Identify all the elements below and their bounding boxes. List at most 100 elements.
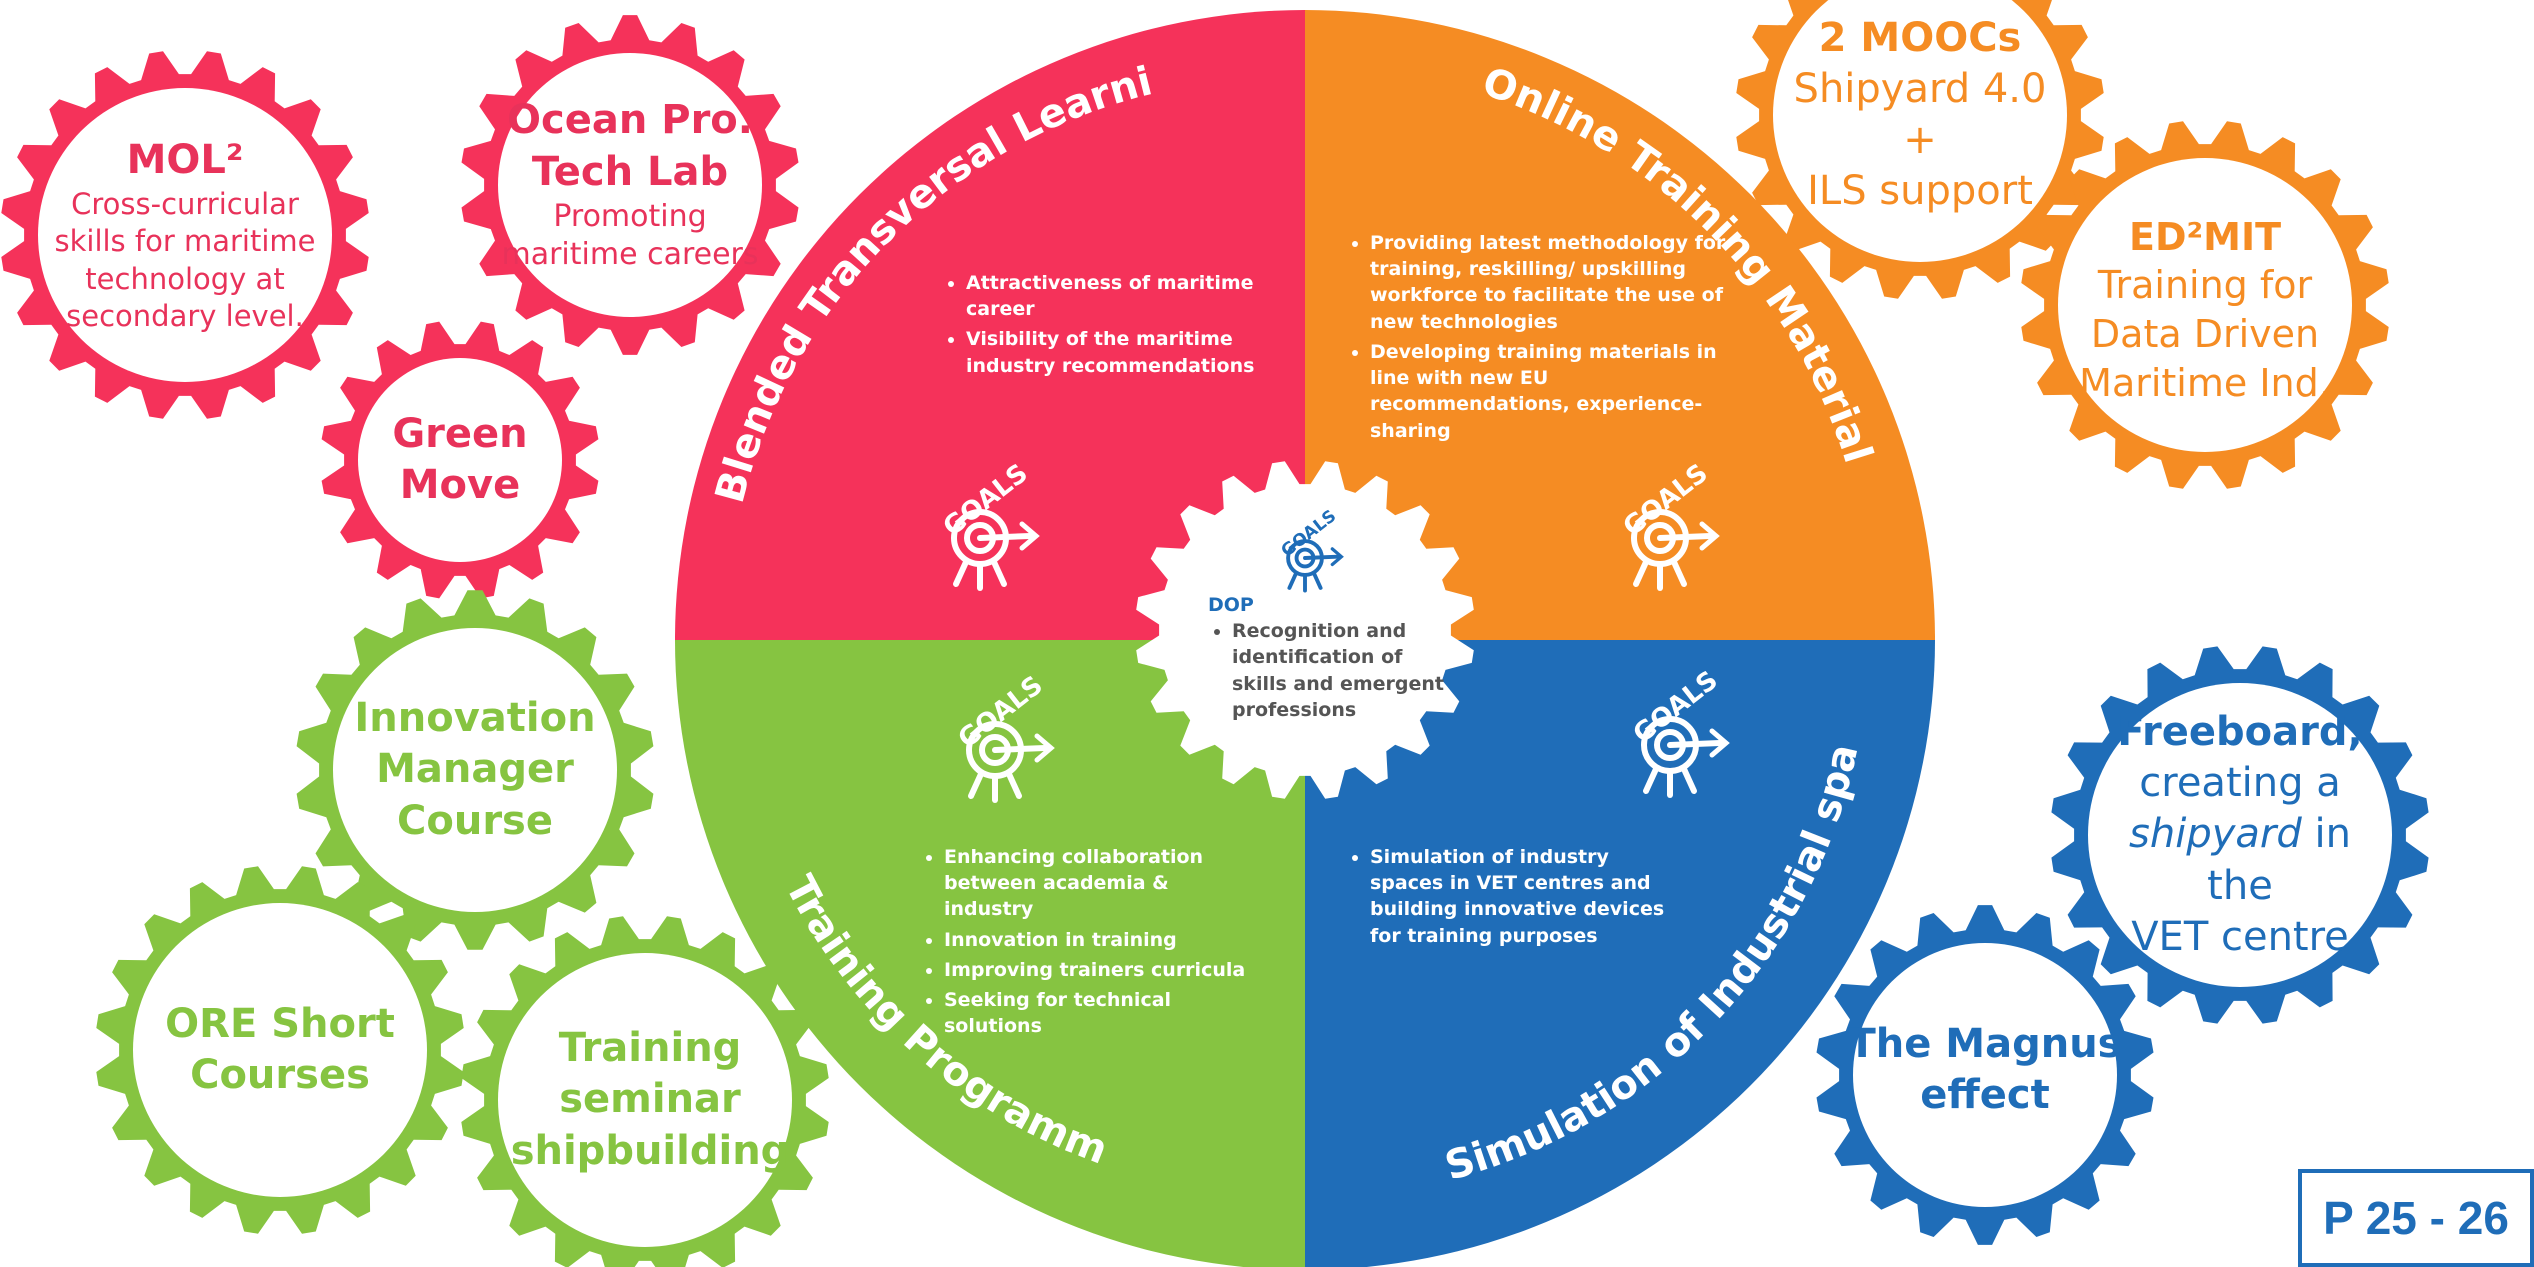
stand-leg-left bbox=[1643, 766, 1659, 794]
gear-face bbox=[1853, 943, 2117, 1207]
gear-face bbox=[133, 903, 427, 1197]
gear-title: Freeboard, bbox=[2117, 709, 2363, 756]
stand-leg-left bbox=[953, 559, 969, 587]
arrow-fletching bbox=[1034, 733, 1055, 763]
gear-title: ORE Short bbox=[165, 1000, 395, 1047]
arrow-fletching bbox=[1709, 728, 1730, 758]
quadrant-top-right bbox=[1305, 10, 1935, 640]
gear-ocean bbox=[461, 15, 799, 355]
gear-description: + bbox=[1903, 117, 1937, 163]
gear-mol2 bbox=[1, 51, 369, 419]
arrow-shaft bbox=[977, 533, 1033, 541]
gear-title: MOL² bbox=[126, 137, 244, 184]
gear-description: VET centre bbox=[2131, 913, 2349, 960]
list-item: Seeking for technical solutions bbox=[944, 987, 1248, 1039]
gear-green-move bbox=[321, 321, 599, 599]
bottom-left-goals-list: Enhancing collaboration between academia… bbox=[918, 844, 1248, 1044]
gear-center-dop bbox=[1136, 461, 1474, 799]
gear-face bbox=[2088, 683, 2392, 987]
arrow-fletching bbox=[1699, 521, 1720, 551]
gear-training-seminar bbox=[461, 916, 829, 1267]
gear-edmit-text: ED²MIT Training for Data Driven Maritime… bbox=[2070, 200, 2340, 420]
gear-innovation bbox=[296, 590, 654, 950]
gear-title: Innovation bbox=[354, 695, 596, 742]
quadrant-top-left bbox=[675, 10, 1305, 640]
gear-face bbox=[1173, 498, 1437, 762]
gear-title: Tech Lab bbox=[531, 148, 729, 195]
gear-ocean-text: Ocean Pro. Tech Lab Promoting maritime c… bbox=[470, 75, 790, 295]
stand-leg-right bbox=[1671, 559, 1687, 587]
gear-description: creating a bbox=[2139, 760, 2341, 807]
gear-face bbox=[38, 88, 332, 382]
gear-description: shipyard in the bbox=[2090, 809, 2390, 911]
gear-face bbox=[498, 53, 762, 317]
gear-description: Maritime Ind, bbox=[2079, 360, 2331, 405]
gear-title: 2 MOOCs bbox=[1818, 14, 2022, 61]
gear-freeboard bbox=[2051, 646, 2429, 1024]
gear-magnus bbox=[1816, 905, 2154, 1245]
gear-title: Ocean Pro. bbox=[507, 97, 753, 144]
list-item: Simulation of industry spaces in VET cen… bbox=[1370, 844, 1684, 949]
gear-ore-text: ORE Short Courses bbox=[140, 985, 420, 1115]
quadrant-bottom-left bbox=[675, 640, 1305, 1267]
gear-face bbox=[2058, 158, 2352, 452]
gear-title: ED²MIT bbox=[2128, 214, 2282, 259]
gear-mol2-text: MOL² Cross-curricular skills for maritim… bbox=[35, 120, 335, 350]
stand-leg-left bbox=[1633, 559, 1649, 587]
list-item: Visibility of the maritime industry reco… bbox=[966, 326, 1260, 378]
arrow-shaft bbox=[1303, 554, 1340, 560]
page-reference: P 25 - 26 bbox=[2298, 1169, 2534, 1267]
stand-leg-left bbox=[1287, 571, 1298, 590]
gear-description: Data Driven bbox=[2090, 312, 2320, 356]
gear-title: shipbuilding bbox=[510, 1127, 790, 1174]
gear-title: seminar bbox=[559, 1076, 741, 1123]
gear-face bbox=[333, 628, 617, 912]
list-item: Improving trainers curricula bbox=[944, 957, 1248, 983]
gear-moocs bbox=[1736, 0, 2104, 299]
gear-description: ILS support bbox=[1807, 168, 2033, 215]
gear-magnus-text: The Magnus effect bbox=[1845, 1005, 2125, 1135]
top-left-goals-list: Attractiveness of maritime career Visibi… bbox=[940, 270, 1260, 383]
arrow-shaft bbox=[1657, 533, 1713, 541]
list-item: Innovation in training bbox=[944, 927, 1248, 953]
gear-moocs-text: 2 MOOCs Shipyard 4.0 + ILS support bbox=[1780, 0, 2060, 230]
gear-description: Cross-curricular skills for maritime tec… bbox=[54, 187, 316, 333]
arrow-shaft bbox=[992, 745, 1048, 753]
center-dop: DOP Recognition and identification of sk… bbox=[1208, 592, 1448, 723]
gear-freeboard-text: Freeboard, creating a shipyard in the VE… bbox=[2090, 709, 2390, 960]
gear-description-rest: in the bbox=[2207, 811, 2351, 909]
gear-innovation-text: Innovation Manager Course bbox=[330, 680, 620, 860]
list-item: Attractiveness of maritime career bbox=[966, 270, 1260, 322]
gear-title: Courses bbox=[190, 1052, 370, 1098]
gear-title: effect bbox=[1920, 1072, 2050, 1118]
gear-title: Manager bbox=[376, 746, 574, 793]
list-item: Enhancing collaboration between academia… bbox=[944, 844, 1248, 923]
dop-title: DOP bbox=[1208, 594, 1254, 616]
gear-face bbox=[358, 358, 562, 562]
arrow-shaft bbox=[1667, 740, 1723, 748]
gear-title: The Magnus bbox=[1848, 1020, 2122, 1067]
gear-face bbox=[1773, 0, 2067, 262]
arrow-fletching bbox=[1330, 547, 1344, 567]
stand-leg-right bbox=[1312, 571, 1323, 590]
gear-title: Course bbox=[397, 797, 553, 844]
list-item: Developing training materials in line wi… bbox=[1370, 339, 1744, 444]
stand-leg-right bbox=[991, 559, 1007, 587]
top-right-goals-list: Providing latest methodology for trainin… bbox=[1344, 230, 1744, 448]
gear-description: Shipyard 4.0 bbox=[1793, 65, 2047, 112]
gear-description: Training for bbox=[2097, 263, 2313, 308]
gear-title: Training bbox=[558, 1025, 742, 1072]
gear-training-seminar-text: Training seminar shipbuilding bbox=[500, 1010, 800, 1190]
stand-leg-left bbox=[968, 771, 984, 799]
gear-face bbox=[498, 953, 792, 1247]
list-item: Providing latest methodology for trainin… bbox=[1370, 230, 1744, 335]
gear-title: Move bbox=[399, 462, 521, 508]
quadrant-bottom-right bbox=[1305, 640, 1935, 1267]
list-item: Recognition and identification of skills… bbox=[1232, 618, 1448, 723]
gear-edmit bbox=[2021, 121, 2389, 489]
stand-leg-right bbox=[1681, 766, 1697, 794]
gear-ore bbox=[96, 866, 464, 1234]
bottom-right-goals-list: Simulation of industry spaces in VET cen… bbox=[1344, 844, 1684, 953]
